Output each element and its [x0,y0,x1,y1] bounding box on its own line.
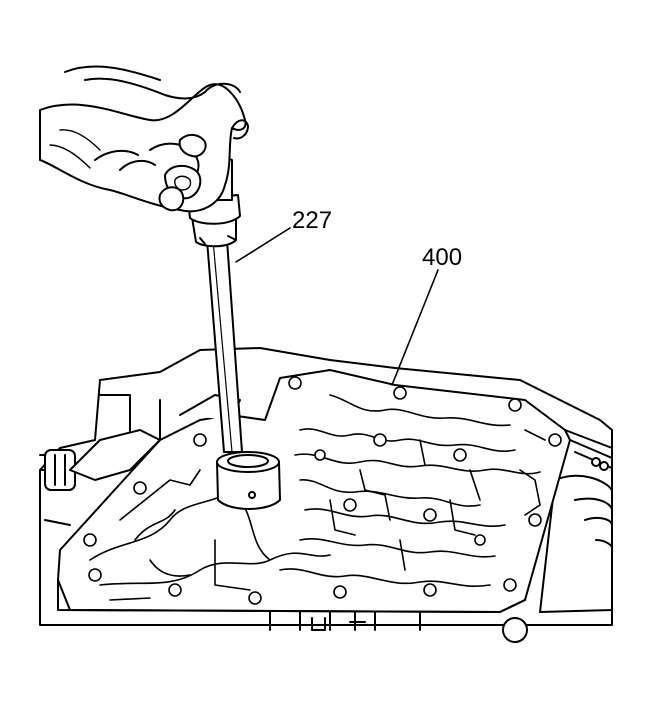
leader-line-227 [235,227,291,263]
leader-lines [235,227,439,386]
fluid-channels [89,394,546,601]
bolt-holes [83,376,562,605]
callout-label-400: 400 [422,244,463,271]
callout-label-227: 227 [292,207,333,234]
hand [39,65,249,213]
leader-line-400 [391,269,439,386]
